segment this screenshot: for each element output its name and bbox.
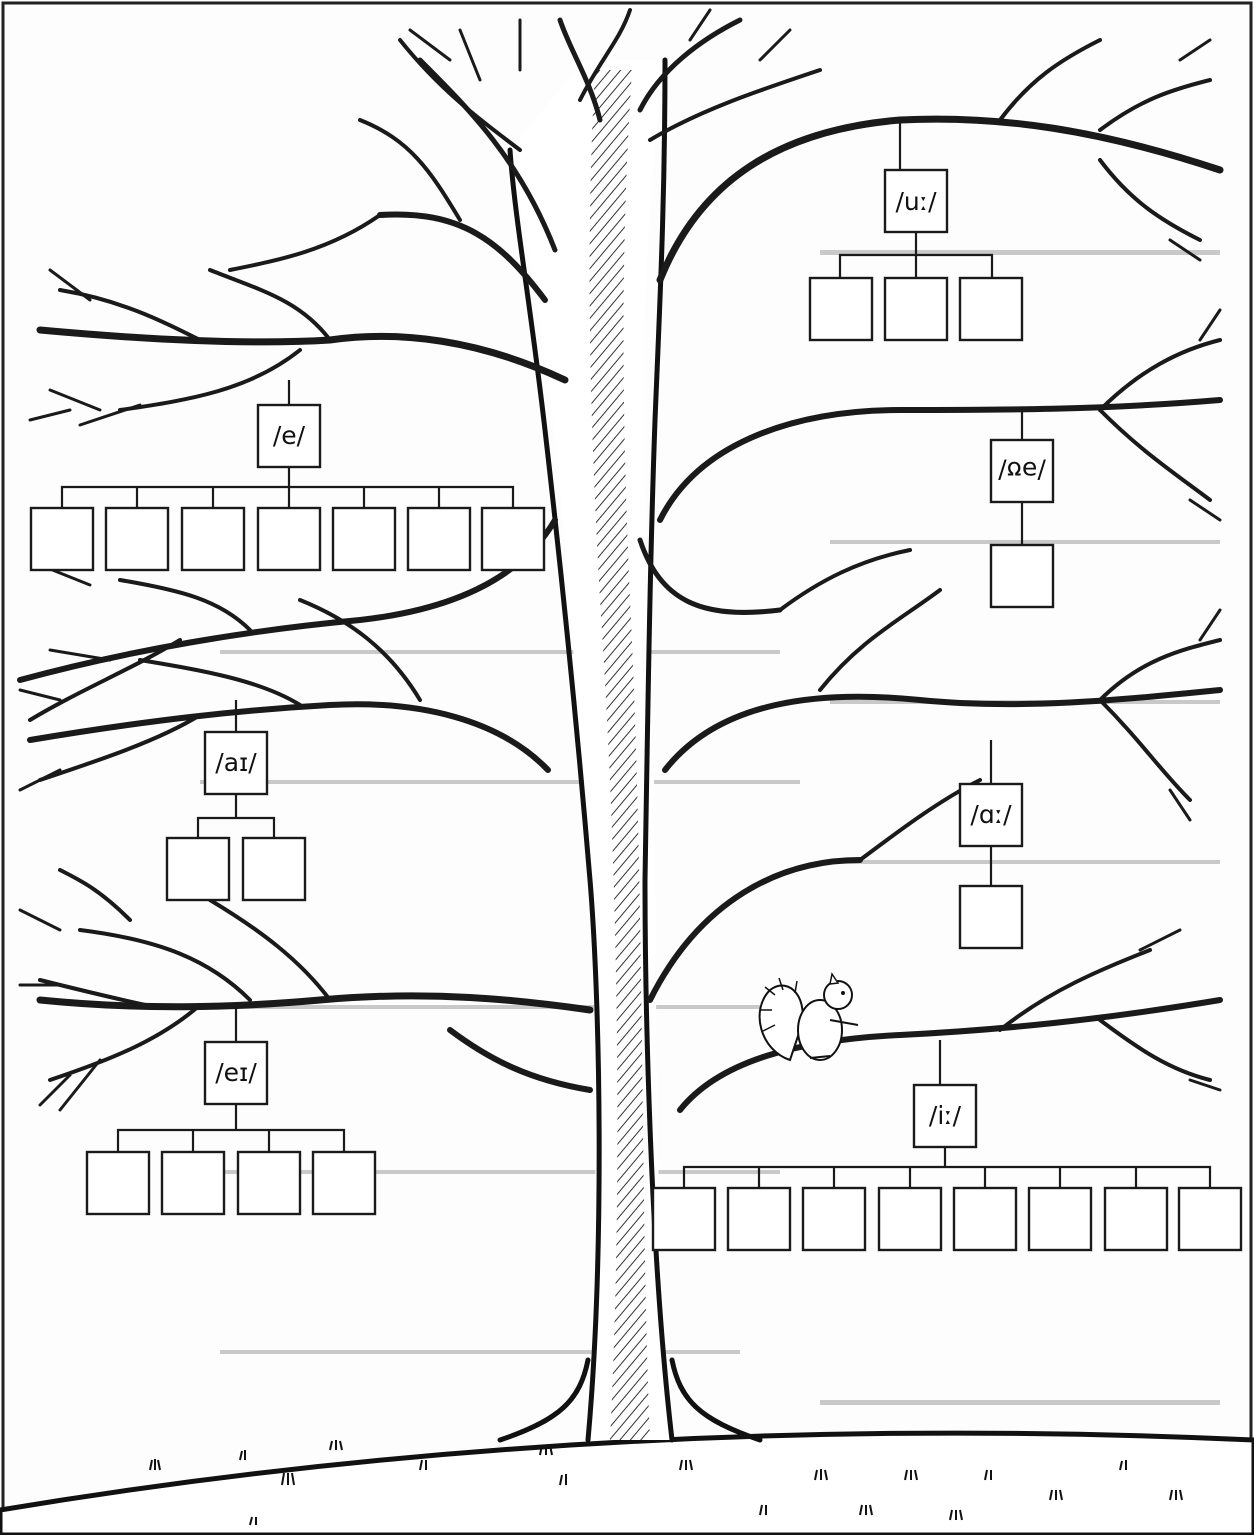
word-slot-a-1[interactable] <box>960 886 1022 948</box>
word-slot-ei-2[interactable] <box>162 1152 224 1214</box>
vowel-label-e: /e/ <box>273 421 306 450</box>
word-slot-ei-1[interactable] <box>87 1152 149 1214</box>
word-slot-i-7[interactable] <box>1105 1188 1167 1250</box>
word-slot-ei-3[interactable] <box>238 1152 300 1214</box>
vowel-label-ai: /aɪ/ <box>215 748 257 777</box>
word-slot-ai-2[interactable] <box>243 838 305 900</box>
vowel-label-i: /iː/ <box>929 1101 962 1130</box>
word-slot-u-2[interactable] <box>885 278 947 340</box>
vowel-label-a: /ɑː/ <box>970 800 1012 829</box>
word-slot-e-2[interactable] <box>106 508 168 570</box>
word-slot-i-1[interactable] <box>653 1188 715 1250</box>
vowel-label-u: /uː/ <box>895 187 937 216</box>
word-slot-u-1[interactable] <box>810 278 872 340</box>
vowel-label-ei: /eɪ/ <box>215 1058 257 1087</box>
word-slot-e-6[interactable] <box>408 508 470 570</box>
word-slot-i-2[interactable] <box>728 1188 790 1250</box>
word-slot-i-3[interactable] <box>803 1188 865 1250</box>
vowel-label-eu: /əʊ/ <box>998 456 1046 485</box>
word-slot-ai-1[interactable] <box>167 838 229 900</box>
word-slot-e-5[interactable] <box>333 508 395 570</box>
word-slot-i-5[interactable] <box>954 1188 1016 1250</box>
word-slot-i-4[interactable] <box>879 1188 941 1250</box>
word-slot-e-1[interactable] <box>31 508 93 570</box>
word-slot-i-8[interactable] <box>1179 1188 1241 1250</box>
word-slot-e-4[interactable] <box>258 508 320 570</box>
word-slot-eu-1[interactable] <box>991 545 1053 607</box>
word-slot-u-3[interactable] <box>960 278 1022 340</box>
word-slot-ei-4[interactable] <box>313 1152 375 1214</box>
word-slot-i-6[interactable] <box>1029 1188 1091 1250</box>
word-slot-e-7[interactable] <box>482 508 544 570</box>
word-slot-e-3[interactable] <box>182 508 244 570</box>
